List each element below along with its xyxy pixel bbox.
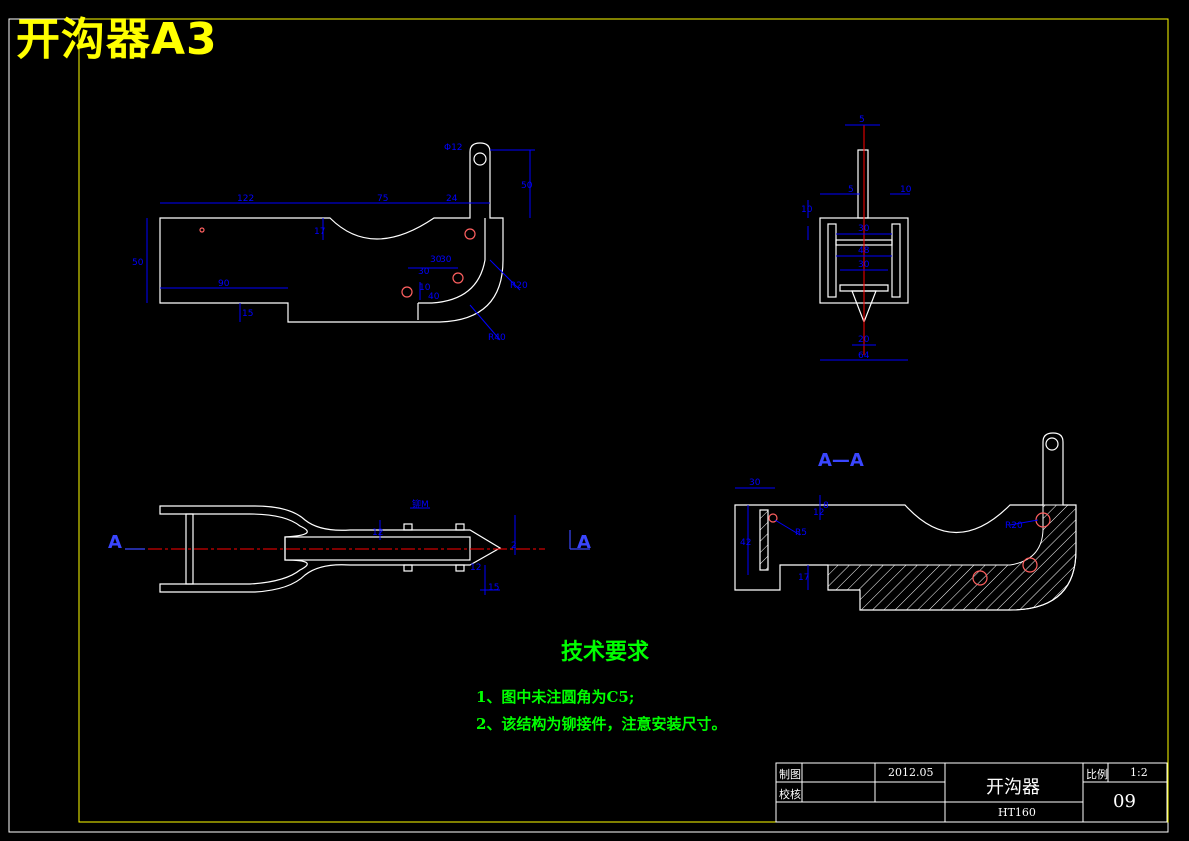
dim-r20: R20 bbox=[1005, 521, 1023, 531]
dim-5-top: 5 bbox=[859, 115, 865, 125]
dim-64: 64 bbox=[858, 351, 870, 361]
dim-90: 90 bbox=[218, 279, 230, 289]
dim-30: 30 bbox=[749, 478, 761, 488]
requirements-heading: 技术要求 bbox=[561, 639, 650, 665]
top-view-dim-lines bbox=[379, 507, 516, 595]
dim-50-vertical: 50 bbox=[521, 181, 533, 191]
dim-15: 15 bbox=[242, 309, 253, 319]
dim-48: 48 bbox=[858, 246, 870, 256]
dim-12: 12 bbox=[372, 528, 383, 538]
requirement-item-2: 2、该结构为铆接件，注意安装尺寸。 bbox=[476, 715, 727, 733]
checked-label: 校核 bbox=[779, 788, 801, 801]
dim-2: 2 bbox=[511, 541, 517, 551]
dim-17: 17 bbox=[314, 227, 325, 237]
front-view-dim-text: 122 75 24 50 17 50 90 15 Φ12 30 30 30 10… bbox=[132, 143, 533, 343]
dim-r40: R40 bbox=[488, 333, 506, 343]
dim-30: 30 bbox=[858, 224, 870, 234]
title-block bbox=[775, 762, 1168, 823]
dim-42: 42 bbox=[740, 538, 751, 548]
scale-label: 比例 bbox=[1086, 768, 1108, 781]
sheet-outer-border bbox=[8, 18, 1169, 833]
date-value: 2012.05 bbox=[888, 766, 934, 779]
drawn-label: 制图 bbox=[779, 768, 801, 781]
requirement-item-1: 1、图中未注圆角为C5; bbox=[476, 688, 635, 706]
dim-phi12: Φ12 bbox=[444, 143, 463, 153]
front-view-holes bbox=[199, 227, 476, 298]
section-arrow-right-label: A bbox=[577, 532, 591, 553]
dim-5: 5 bbox=[848, 185, 854, 195]
side-view bbox=[819, 149, 909, 324]
side-view-dim-lines bbox=[807, 124, 910, 361]
section-arrow-left-label: A bbox=[108, 532, 122, 553]
sheet-title: 开沟器A3 bbox=[16, 14, 218, 65]
dim-12: 12 bbox=[813, 508, 824, 518]
dim-50-left: 50 bbox=[132, 258, 144, 268]
dim-30-b: 30 bbox=[858, 260, 870, 270]
section-dim-text: 30 12 42 17 8 R5 R20 bbox=[740, 478, 1023, 583]
dim-10-right: 10 bbox=[900, 185, 912, 195]
dim-10: 10 bbox=[801, 205, 813, 215]
dim-30-a: 30 bbox=[430, 255, 442, 265]
section-rib-hatch bbox=[759, 509, 769, 571]
dim-30-c: 30 bbox=[440, 255, 452, 265]
dim-122: 122 bbox=[237, 194, 254, 204]
section-hatching bbox=[827, 504, 1077, 611]
dim-17: 17 bbox=[798, 573, 809, 583]
part-name: 开沟器 bbox=[986, 777, 1040, 798]
sheet-inner-frame bbox=[78, 18, 1169, 823]
dim-10: 10 bbox=[419, 283, 431, 293]
dim-30-b: 30 bbox=[418, 267, 430, 277]
dim-75: 75 bbox=[377, 194, 388, 204]
side-view-dim-text: 5 10 5 30 48 30 20 64 10 bbox=[801, 115, 912, 361]
dim-rivet: 铆M bbox=[412, 498, 429, 510]
drawing-number: 09 bbox=[1113, 791, 1136, 812]
dim-24: 24 bbox=[446, 194, 458, 204]
top-view-dim-text: 铆M 12 15 12 2 bbox=[372, 498, 517, 593]
section-dim-lines bbox=[735, 487, 1039, 590]
dim-15: 15 bbox=[488, 583, 499, 593]
material: HT160 bbox=[998, 806, 1036, 819]
dim-8: 8 bbox=[823, 501, 829, 511]
front-view-dim-lines bbox=[146, 149, 535, 341]
dim-r5: R5 bbox=[795, 528, 807, 538]
dim-40: 40 bbox=[428, 292, 440, 302]
dim-r20: R20 bbox=[510, 281, 528, 291]
dim-12-b: 12 bbox=[470, 563, 481, 573]
section-label: A—A bbox=[818, 450, 864, 471]
dim-20: 20 bbox=[858, 335, 870, 345]
section-arrows bbox=[125, 530, 590, 550]
section-holes bbox=[768, 512, 1051, 586]
scale-value: 1:2 bbox=[1130, 766, 1148, 779]
front-view bbox=[159, 142, 504, 323]
